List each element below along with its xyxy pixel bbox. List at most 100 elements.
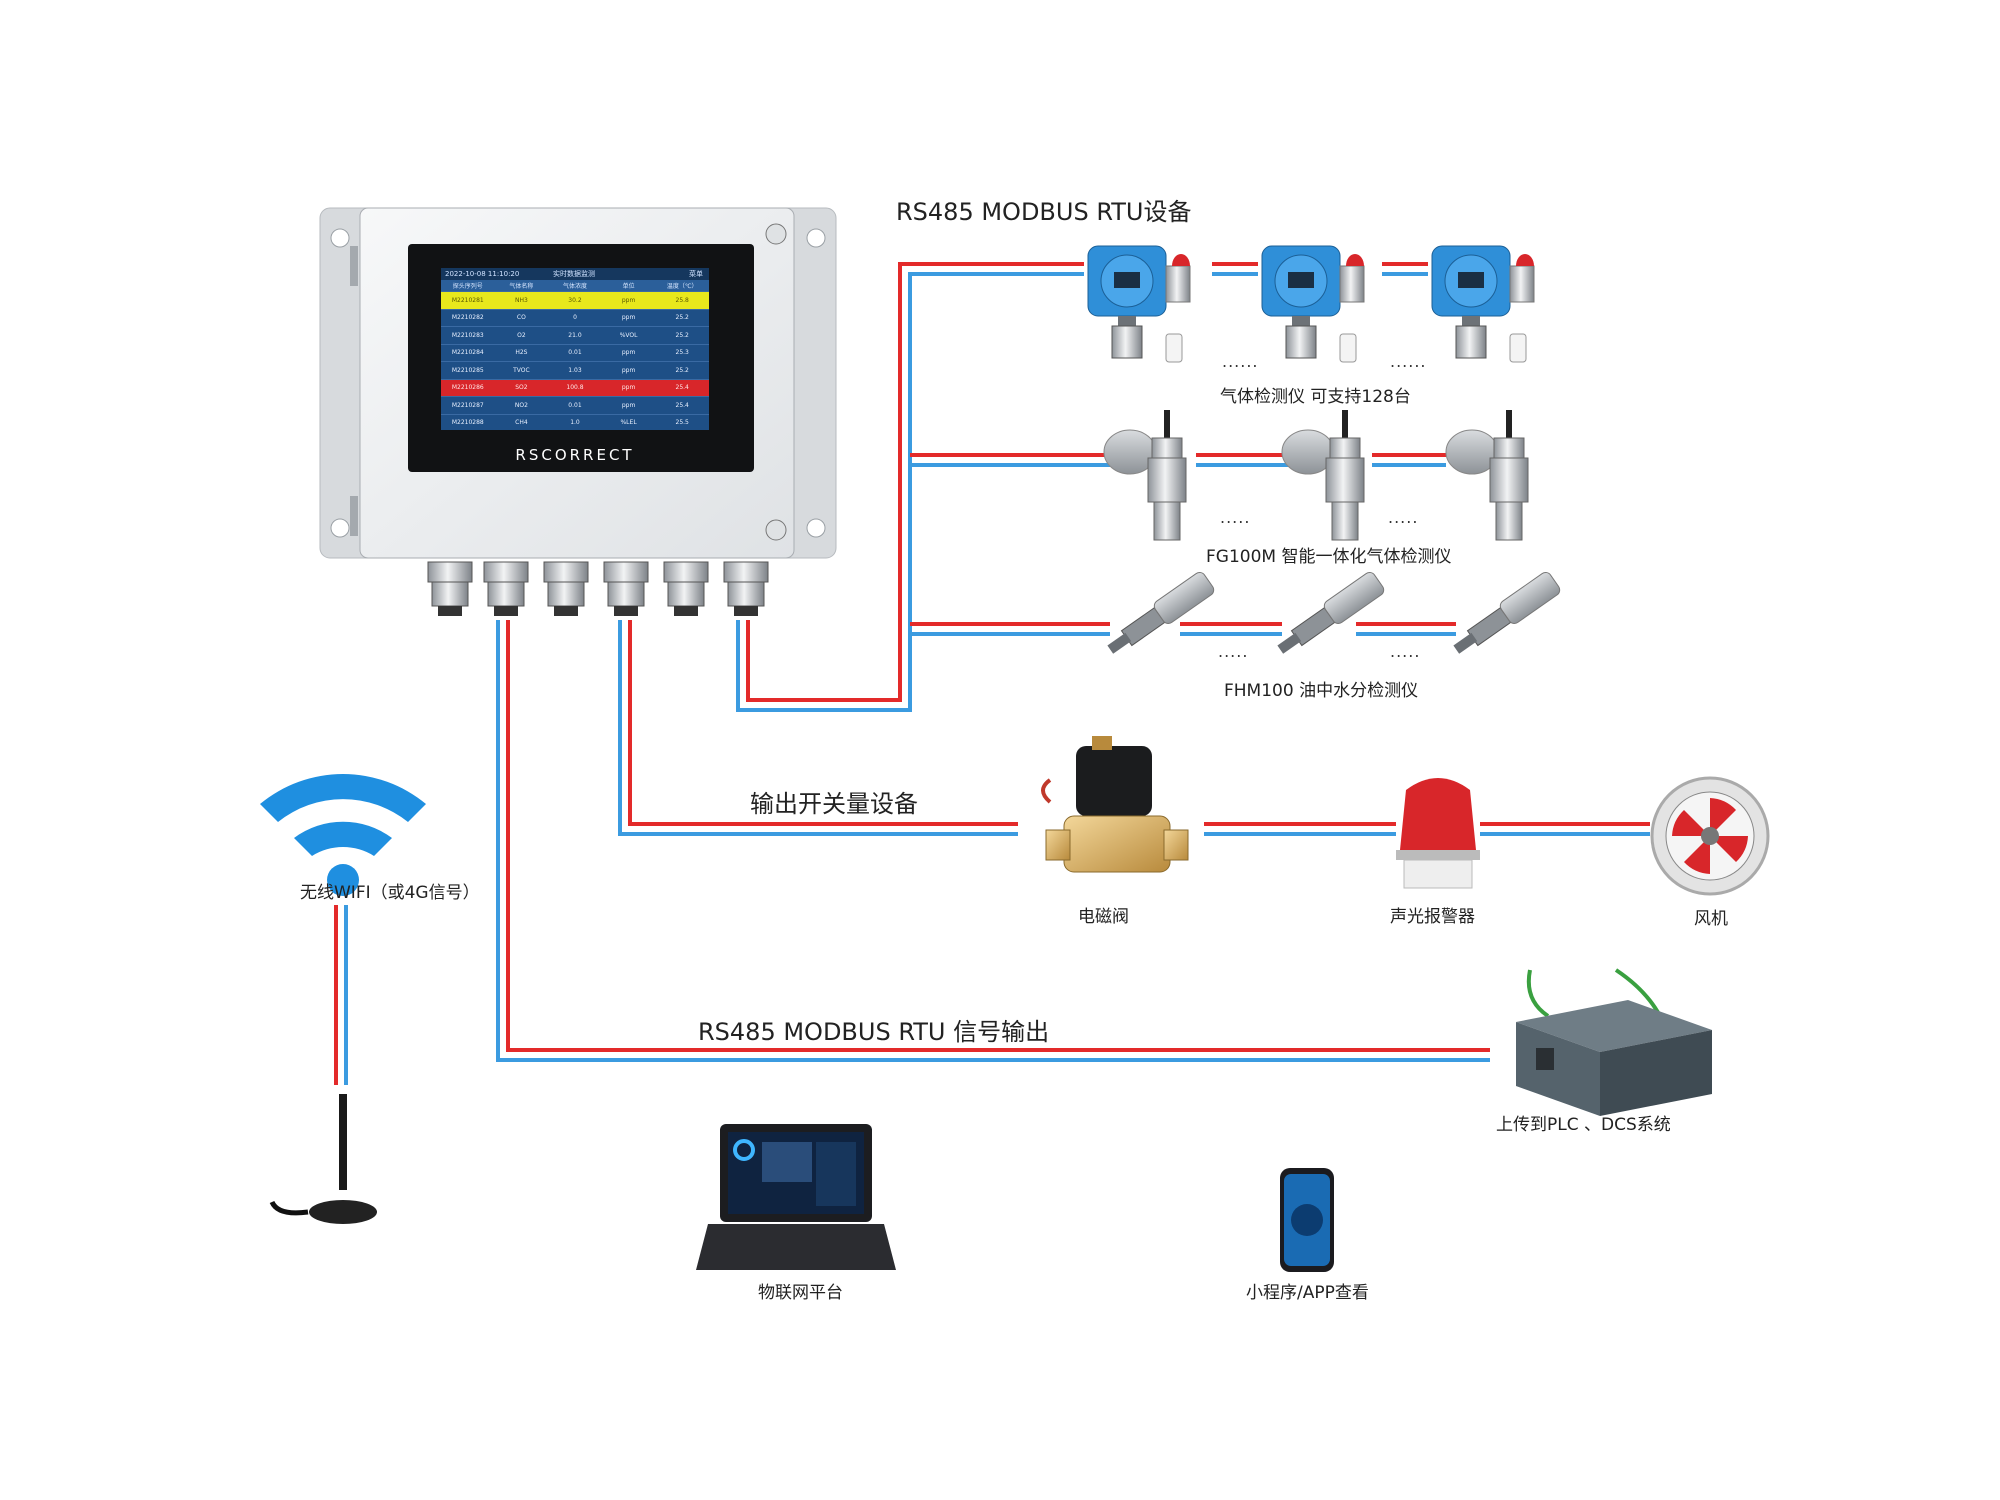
- screen-cell-gas: CO: [494, 309, 549, 327]
- label-fan: 风机: [1694, 909, 1728, 929]
- antenna: [269, 1094, 377, 1224]
- label-mini-app: 小程序/APP查看: [1246, 1283, 1369, 1303]
- fg100m-detector: [1445, 410, 1529, 541]
- screen-cell-temp: 25.4: [655, 379, 709, 397]
- label-wifi: 无线WIFI（或4G信号）: [300, 883, 480, 903]
- screen-cell-temp: 25.2: [655, 361, 709, 380]
- screen-cell-serial: M2210284: [441, 344, 495, 362]
- gas-detector-row: [1087, 245, 1535, 363]
- screen-cell-value: 21.0: [548, 326, 602, 345]
- label-rs485-devices: RS485 MODBUS RTU设备: [896, 198, 1192, 226]
- screen-cell-serial: M2210283: [441, 326, 495, 345]
- screen-cell-gas: SO2: [494, 379, 549, 397]
- gas-detector: [1087, 245, 1191, 363]
- rs485-device-bus: [736, 262, 1456, 712]
- screen-column-header: 探头序列号: [441, 280, 495, 292]
- screen-cell-value: 0: [548, 309, 602, 327]
- screen-table-head: 探头序列号气体名称气体浓度单位温度（℃）: [441, 280, 709, 292]
- label-solenoid-valve: 电磁阀: [1078, 907, 1129, 927]
- ellipsis: ......: [1390, 352, 1427, 371]
- screen-column-header: 气体名称: [494, 280, 549, 292]
- screen-cell-serial: M2210288: [441, 414, 495, 430]
- fg100m-row: [1103, 410, 1529, 541]
- screen-column-header: 气体浓度: [548, 280, 602, 292]
- screen-cell-temp: 25.5: [655, 414, 709, 430]
- switch-output-bus: [618, 620, 1650, 836]
- screen-cell-serial: M2210287: [441, 396, 495, 415]
- screen-cell-unit: ppm: [601, 309, 656, 327]
- screen-cell-temp: 25.2: [655, 326, 709, 345]
- screen-cell-serial: M2210281: [441, 291, 495, 310]
- screen-cell-serial: M2210286: [441, 379, 495, 397]
- screen-cell-value: 100.8: [548, 379, 602, 397]
- screen-cell-serial: M2210285: [441, 361, 495, 380]
- screen-cell-gas: NH3: [494, 291, 549, 310]
- ellipsis: ......: [1222, 352, 1259, 371]
- screen-cell-gas: H2S: [494, 344, 549, 362]
- label-iot-platform: 物联网平台: [758, 1283, 843, 1303]
- fg100m-detector: [1281, 410, 1365, 541]
- screen-cell-unit: %VOL: [601, 326, 656, 345]
- solenoid-valve: [1041, 736, 1189, 873]
- screen-column-header: 单位: [601, 280, 656, 292]
- controller-brand: RSCORRECT: [515, 446, 635, 464]
- screen-column-header: 温度（℃）: [655, 280, 709, 292]
- fhm100-sensor: [1277, 571, 1385, 654]
- cable-glands: [427, 561, 769, 616]
- fhm100-row: [1107, 571, 1561, 654]
- screen-cell-unit: ppm: [601, 396, 656, 415]
- label-switch-output: 输出开关量设备: [750, 790, 918, 818]
- label-gas-detector: 气体检测仪 可支持128台: [1220, 387, 1411, 407]
- screen-cell-value: 0.01: [548, 344, 602, 362]
- alarm-light: [1396, 778, 1480, 889]
- wifi-antenna-line: [334, 905, 348, 1085]
- screen-cell-unit: ppm: [601, 291, 656, 310]
- screen-cell-value: 1.0: [548, 414, 602, 430]
- fan: [1650, 776, 1770, 896]
- controller-screen: 2022-10-08 11:10:20 实时数据监测 菜单 探头序列号气体名称气…: [441, 268, 709, 430]
- screen-cell-temp: 25.8: [655, 291, 709, 310]
- screen-cell-value: 0.01: [548, 396, 602, 415]
- label-fhm100: FHM100 油中水分检测仪: [1224, 681, 1419, 701]
- screen-datetime: 2022-10-08 11:10:20: [445, 270, 520, 278]
- phone: [1280, 1168, 1334, 1272]
- screen-cell-temp: 25.3: [655, 344, 709, 362]
- fg100m-detector: [1103, 410, 1187, 541]
- fhm100-sensor: [1107, 571, 1215, 654]
- screen-cell-gas: TVOC: [494, 361, 549, 380]
- ellipsis: .....: [1218, 642, 1249, 661]
- screen-header: 2022-10-08 11:10:20 实时数据监测 菜单: [441, 268, 709, 280]
- screen-cell-temp: 25.4: [655, 396, 709, 415]
- wifi-icon: [260, 774, 426, 896]
- ellipsis: .....: [1388, 508, 1419, 527]
- label-fg100m: FG100M 智能一体化气体检测仪: [1206, 547, 1452, 567]
- screen-cell-unit: ppm: [601, 344, 656, 362]
- screen-cell-gas: O2: [494, 326, 549, 345]
- fhm100-sensor: [1453, 571, 1561, 654]
- ellipsis: .....: [1220, 508, 1251, 527]
- label-rs485-output: RS485 MODBUS RTU 信号输出: [698, 1018, 1050, 1046]
- label-plc: 上传到PLC 、DCS系统: [1496, 1115, 1671, 1135]
- gas-detector: [1431, 245, 1535, 363]
- label-alarm-light: 声光报警器: [1390, 907, 1475, 927]
- screen-menu[interactable]: 菜单: [689, 270, 703, 278]
- screen-cell-unit: %LEL: [601, 414, 656, 430]
- screen-cell-serial: M2210282: [441, 309, 495, 327]
- screen-cell-unit: ppm: [601, 361, 656, 380]
- laptop: [696, 1124, 896, 1270]
- ellipsis: .....: [1390, 642, 1421, 661]
- screen-cell-temp: 25.2: [655, 309, 709, 327]
- wires: [334, 262, 1650, 1085]
- screen-cell-gas: CH4: [494, 414, 549, 430]
- screen-cell-value: 30.2: [548, 291, 602, 310]
- screen-title: 实时数据监测: [553, 270, 595, 278]
- plc-unit: [1516, 968, 1712, 1116]
- screen-cell-gas: NO2: [494, 396, 549, 415]
